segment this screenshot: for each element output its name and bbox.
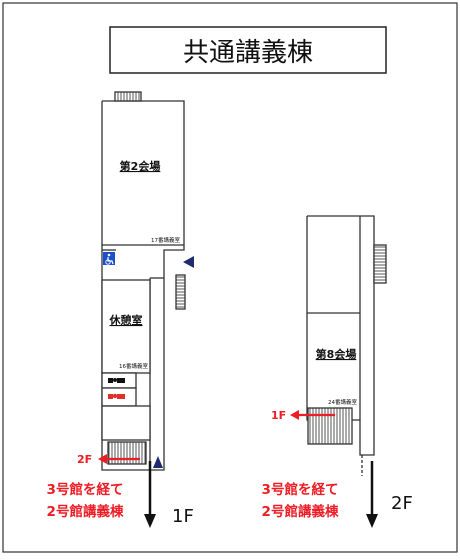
building-1f [101, 91, 186, 471]
building-2f [306, 215, 387, 476]
arrow-to-2f: 2F [77, 453, 140, 466]
arrow-to-1f: 1F [271, 409, 335, 422]
directions-2f: 3号館を経て 2号館講義棟 [262, 481, 339, 520]
down-arrow-1f [144, 461, 156, 528]
direction-line2: 2号館講義棟 [262, 503, 339, 520]
direction-line1: 3号館を経て [262, 481, 339, 498]
direction-line1: 3号館を経て [47, 481, 124, 498]
entrance-triangle-icon [183, 256, 194, 268]
mens-restroom-icon [108, 378, 125, 383]
title-box: 共通講義棟 [109, 26, 387, 74]
room-label-lounge: 休憩室 [109, 313, 143, 327]
down-arrow-2f [366, 461, 378, 528]
room-label-24: 24番講義室 [328, 398, 357, 406]
page-title: 共通講義棟 [183, 38, 313, 68]
floor-label-2f: 2F [391, 493, 413, 514]
womens-restroom-icon [108, 393, 125, 399]
to-1f-label: 1F [271, 409, 286, 422]
room-label-17: 17番講義室 [151, 236, 180, 244]
to-2f-label: 2F [77, 453, 92, 466]
room-label-hall8: 第8会場 [316, 347, 357, 361]
room-label-hall2: 第2会場 [120, 159, 161, 173]
room-label-16: 16番講義室 [119, 362, 148, 370]
entrance-triangle-icon [153, 456, 163, 468]
map-frame [2, 2, 458, 553]
directions-1f: 3号館を経て 2号館講義棟 [47, 481, 124, 520]
wheelchair-icon [103, 252, 115, 265]
floor-label-1f: 1F [172, 506, 194, 527]
direction-line2: 2号館講義棟 [47, 503, 124, 520]
